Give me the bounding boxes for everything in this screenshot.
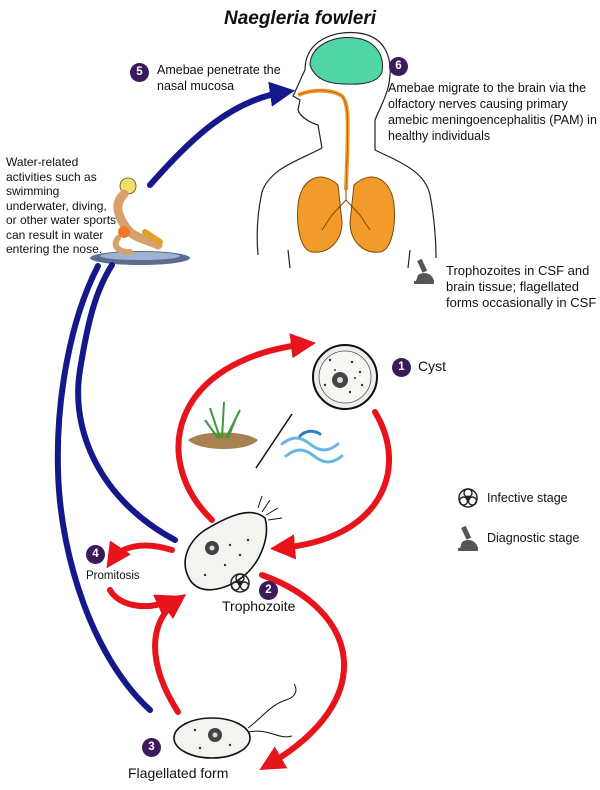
arrow-flagellated-to-trophozoite — [152, 594, 187, 715]
step-6-label: Amebae migrate to the brain via the olfa… — [388, 81, 597, 143]
swimmers-illustration — [90, 177, 190, 265]
lungs-illustration — [297, 176, 395, 253]
arrow-trophozoite-to-cyst — [175, 333, 317, 523]
step-6-badge: 6 — [389, 57, 408, 76]
water-activities-note: Water-related activities such as swimmin… — [6, 155, 117, 256]
soil-illustration — [188, 401, 258, 449]
arrow-trophozoite-to-flagellated — [259, 572, 348, 771]
step-5-label: Amebae penetrate the nasal mucosa — [157, 63, 281, 93]
diagnostic-note: Trophozoites in CSF and brain tissue; fl… — [446, 263, 597, 310]
brain-illustration — [309, 36, 384, 85]
legend-diagnostic-label: Diagnostic stage — [487, 531, 580, 545]
environment-divider — [255, 413, 293, 469]
step-2-label: Trophozoite — [222, 598, 296, 614]
olfactory-pathway — [297, 88, 350, 191]
step-2-badge: 2 — [259, 581, 278, 600]
flagellated-form-illustration — [173, 683, 297, 759]
arrow-flagellated-to-water — [54, 263, 153, 713]
step-1-label: Cyst — [418, 358, 446, 374]
microscope-icon — [414, 258, 434, 284]
step-4-label: Promitosis — [86, 570, 140, 582]
arrow-cyst-to-trophozoite — [269, 409, 392, 560]
cyst-illustration — [312, 344, 378, 410]
step-5-badge: 5 — [130, 63, 149, 82]
step-3-label: Flagellated form — [128, 765, 229, 781]
environment-cycle-arrows — [106, 333, 392, 771]
arrow-water-to-nose — [147, 81, 295, 188]
arrow-promitosis-in — [106, 540, 175, 569]
water-illustration — [280, 429, 344, 464]
trophozoite-illustration — [184, 495, 283, 591]
human-figure — [256, 31, 437, 269]
arrow-trophozoite-to-water — [75, 262, 178, 543]
biohazard-icon — [230, 573, 250, 593]
diagram-title: Naegleria fowleri — [223, 8, 377, 29]
legend-biohazard-icon — [458, 488, 478, 508]
step-4-badge: 4 — [86, 545, 105, 564]
legend-microscope-icon — [458, 525, 478, 551]
step-1-badge: 1 — [392, 358, 411, 377]
step-3-badge: 3 — [142, 738, 161, 757]
arrow-promitosis-out — [107, 587, 182, 618]
legend-infective-label: Infective stage — [487, 491, 568, 505]
human-infection-arrows — [54, 81, 295, 713]
